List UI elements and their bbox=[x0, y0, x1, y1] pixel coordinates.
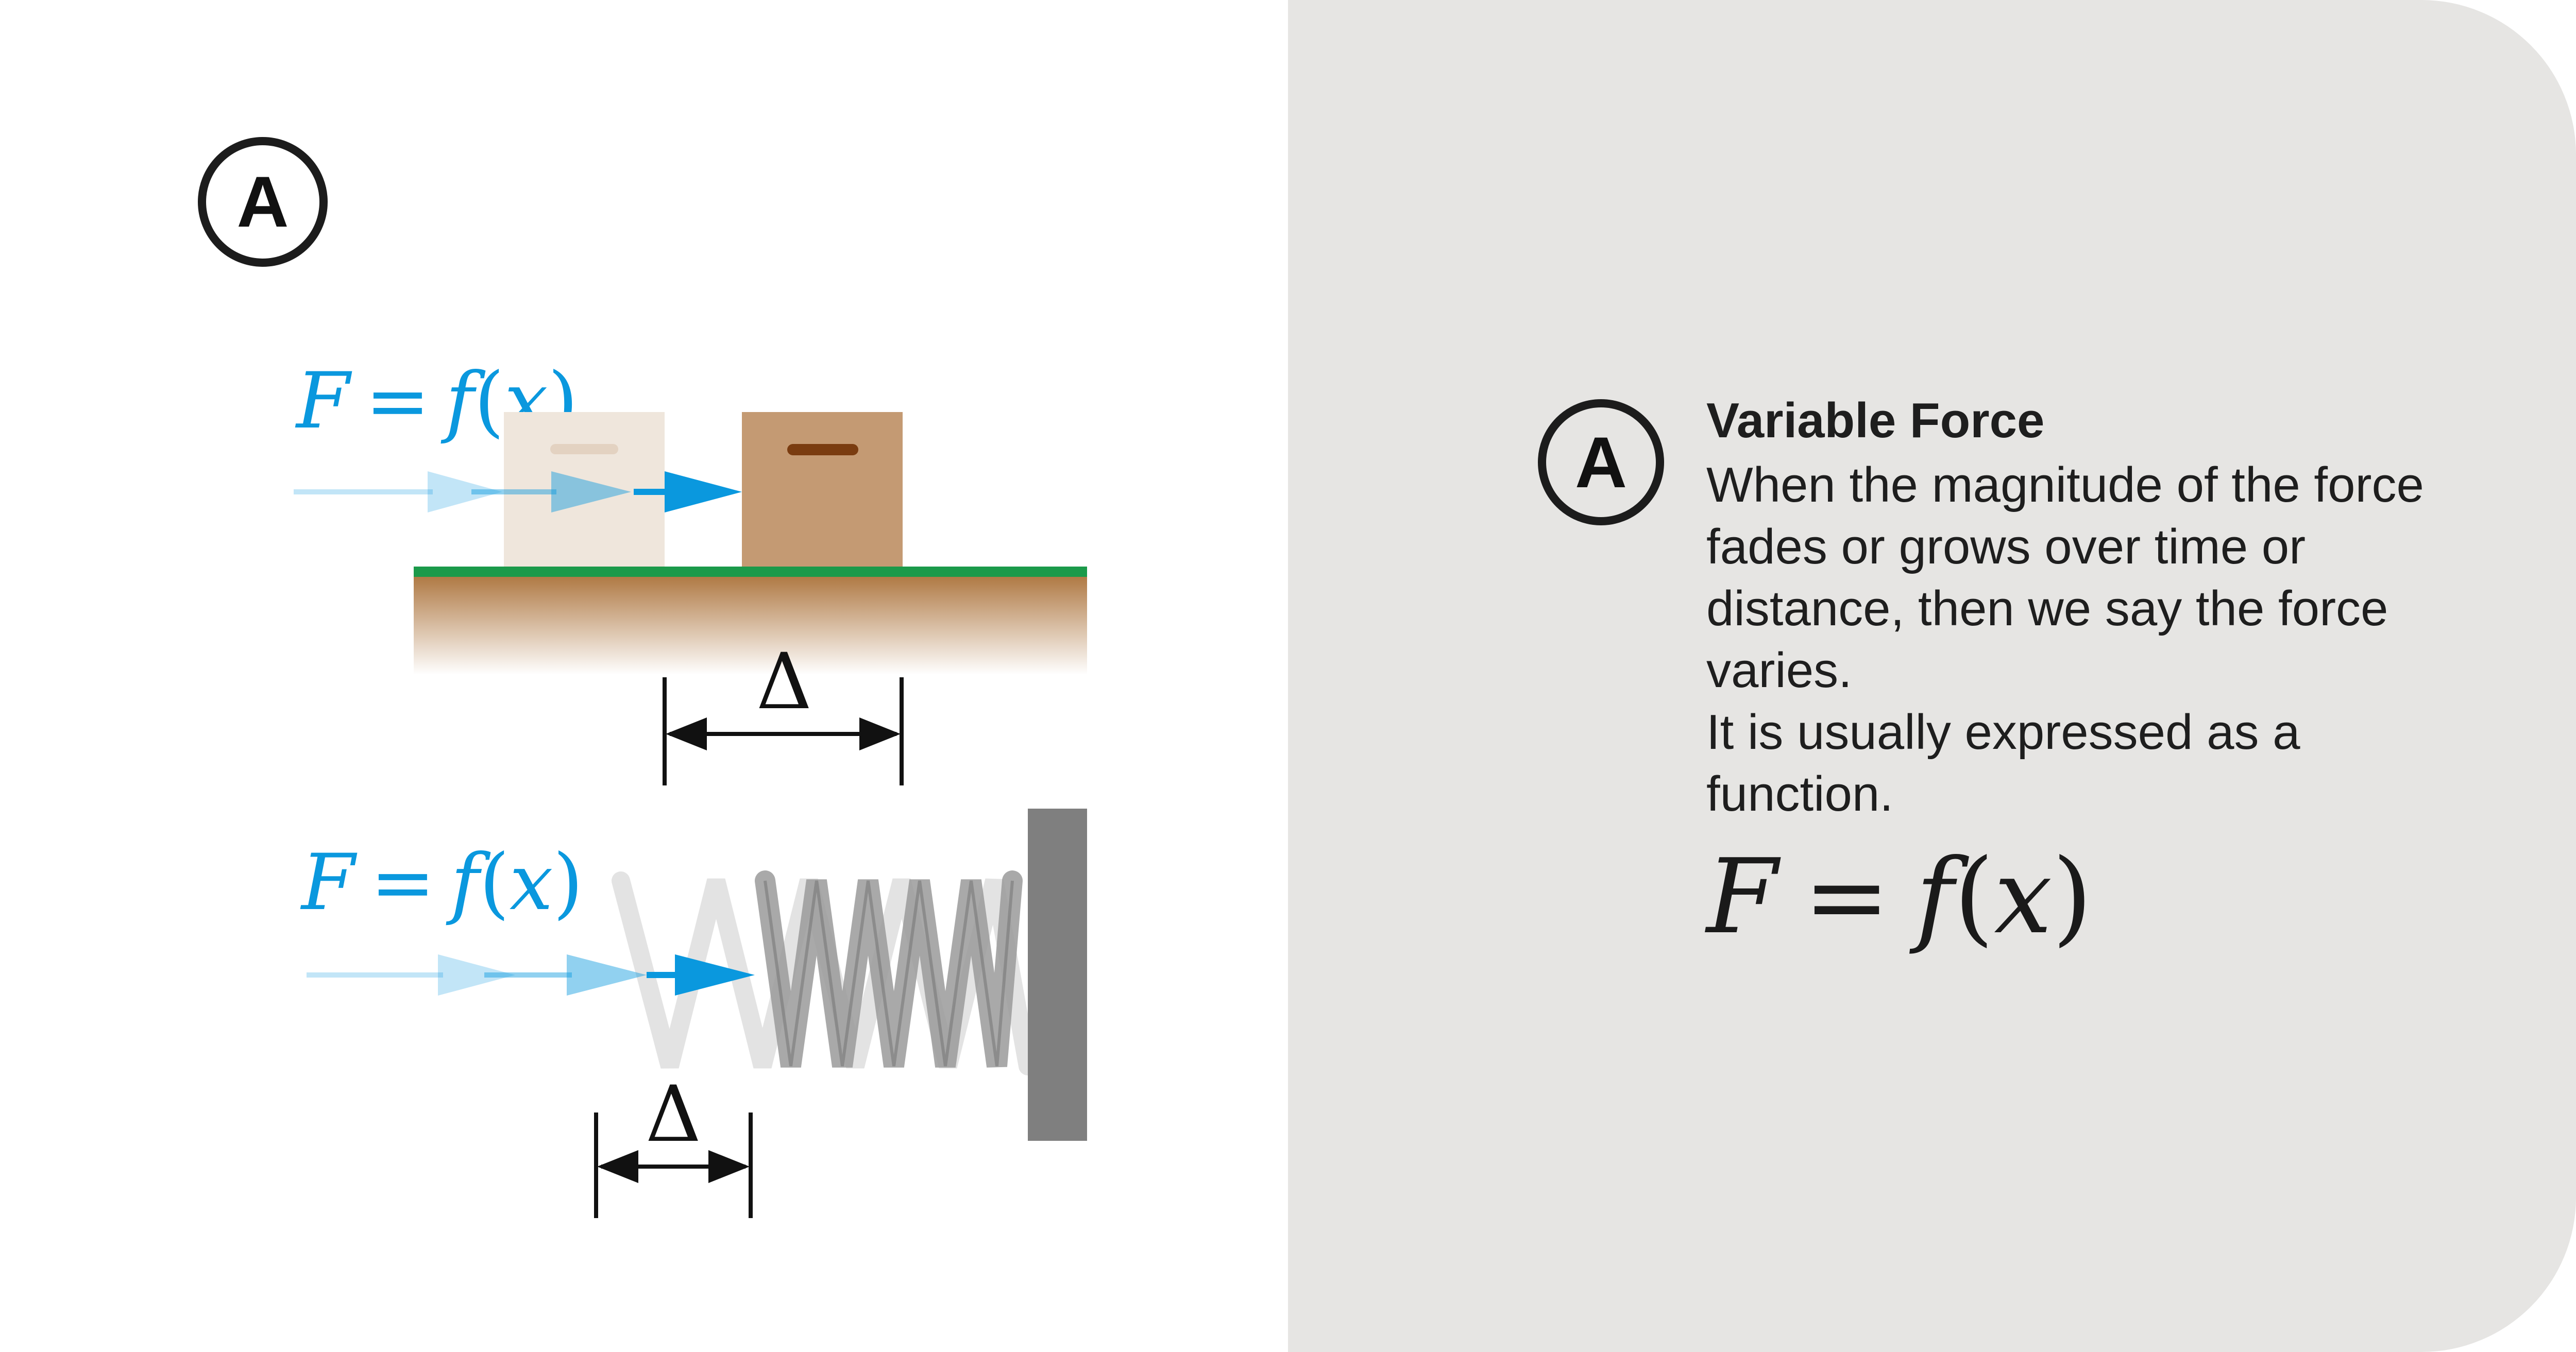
explanation-text: Variable Force When the magnitude of the… bbox=[1706, 387, 2448, 964]
box-displacement-dimension: Δ bbox=[663, 637, 904, 785]
svg-text:A: A bbox=[236, 161, 289, 242]
box bbox=[742, 412, 903, 568]
panel-paragraph: It is usually expressed as a function. bbox=[1706, 705, 2300, 822]
panel-paragraph: When the magnitude of the force fades or… bbox=[1706, 457, 2424, 698]
box-force-arrows bbox=[294, 471, 742, 512]
badge-a: A bbox=[198, 137, 328, 267]
spring-force-arrows bbox=[307, 954, 755, 996]
box-handle bbox=[787, 444, 858, 455]
spring-delta-label: Δ bbox=[646, 1070, 701, 1159]
box-force-formula: F=f(x) bbox=[295, 356, 578, 446]
spring-displacement-dimension: Δ bbox=[594, 1070, 753, 1218]
box-delta-label: Δ bbox=[756, 637, 812, 727]
ground-soil bbox=[414, 577, 1087, 675]
spring-force-formula: F=f(x) bbox=[300, 838, 583, 928]
panel-formula: F=f(x) bbox=[1706, 837, 2093, 957]
variable-force-diagram: A F=f(x) Δ bbox=[198, 137, 1087, 1218]
panel-title: Variable Force bbox=[1706, 393, 2045, 448]
wall bbox=[1028, 809, 1087, 1141]
box-scene: F=f(x) Δ bbox=[294, 356, 1087, 785]
ghost-box-handle bbox=[550, 444, 618, 454]
panel-body: When the magnitude of the force fades or… bbox=[1706, 454, 2448, 825]
explanation-panel bbox=[1288, 0, 2576, 1352]
spring-scene: F=f(x) Δ bbox=[300, 809, 1087, 1218]
ground-surface bbox=[414, 567, 1087, 577]
panel-badge-a: A bbox=[1538, 399, 1664, 525]
